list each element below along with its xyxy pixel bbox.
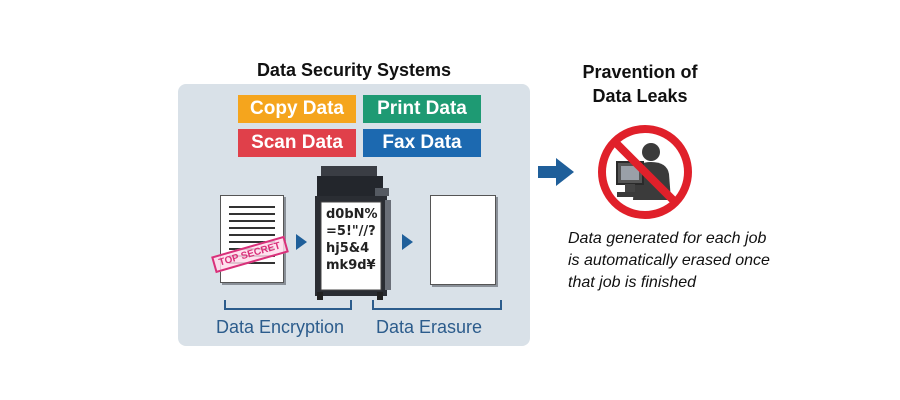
security-systems-title: Data Security Systems: [256, 60, 452, 80]
right-arrow-icon: [296, 234, 307, 250]
erasure-bracket: [372, 300, 502, 310]
erasure-note: Data generated for each job is automatic…: [568, 230, 770, 291]
print-data-tag: Print Data: [363, 95, 481, 123]
scan-data-tag: Scan Data: [238, 129, 356, 157]
prevention-title: Pravention of Data Leaks: [582, 62, 698, 106]
data-encryption-label: Data Encryption: [216, 317, 345, 337]
erased-blank-page: [430, 195, 496, 285]
multifunction-printer-icon: [315, 166, 391, 300]
copy-data-tag: Copy Data: [238, 95, 356, 123]
encrypted-text: d0bN% =5!"//? hj5&4 mk9d¥: [326, 207, 378, 273]
right-arrow-icon: [402, 234, 413, 250]
right-arrow-icon: [538, 158, 574, 186]
encryption-bracket: [224, 300, 352, 310]
data-erasure-label: Data Erasure: [376, 317, 483, 337]
fax-data-tag: Fax Data: [363, 129, 481, 157]
no-data-theft-icon: [598, 125, 692, 219]
